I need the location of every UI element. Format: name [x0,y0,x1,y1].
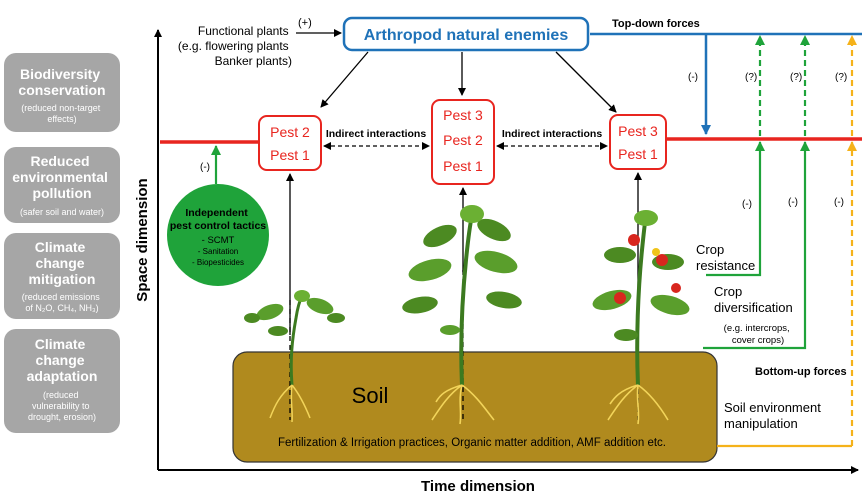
soil-title: Soil [352,383,389,408]
crop-diversification-examples: (e.g. intercrops, cover crops) [724,323,793,346]
svg-text:Pest 1: Pest 1 [618,146,658,162]
svg-text:(reduced vulnerability t: (reduced vulnerability to drought, erosi… [28,390,96,422]
tactics-item-biopesticides: - Biopesticides [192,258,244,267]
svg-text:Pest 3: Pest 3 [618,123,658,139]
crop-diversification-line [703,141,810,350]
enemy-arrow-left [320,51,369,108]
indirect-label-left: Indirect interactions [326,128,427,140]
sign-top-down: (-) [688,72,698,83]
functional-plants-text: Functional plants (e.g. flowering plants… [178,24,292,68]
enemy-arrow-right [555,51,617,113]
top-down-label: Top-down forces [612,18,700,30]
soil-box [232,351,718,463]
svg-text:Reduced environmental: Reduced environmental pollution [12,153,112,201]
svg-text:(reduced non-target effe: (reduced non-target effects) [21,103,103,124]
svg-text:Pest 3: Pest 3 [443,107,483,123]
sign-tactics: (-) [200,162,210,173]
soil-manipulation-label: Soil environment manipulation [724,400,824,431]
sign-q-3: (?) [835,72,847,83]
tactics-circle [167,184,269,286]
tactics-title: Independent pest control tactics [170,207,266,232]
x-axis-label: Time dimension [421,478,535,495]
bottom-up-label: Bottom-up forces [755,366,847,378]
small-plant-illustration [244,290,345,423]
crop-resistance-line [706,141,765,277]
sign-q-2: (?) [790,72,802,83]
side-box-biodiversity: Biodiversity conservation (reduced non-t… [4,53,120,132]
sign-q-1: (?) [745,72,757,83]
svg-text:Pest 2: Pest 2 [270,124,310,140]
pest-box-right: Pest 3 Pest 1 [609,114,667,170]
pest-box-middle: Pest 3 Pest 2 Pest 1 [431,99,495,185]
indirect-label-right: Indirect interactions [502,128,603,140]
natural-enemies-box [342,16,590,52]
soil-practices: Fertilization & Irrigation practices, Or… [278,437,666,449]
svg-text:Biodiversity conservatio: Biodiversity conservation [18,66,105,98]
sign-minus-soil: (-) [834,197,844,208]
tactics-item-sanitation: - Sanitation [198,247,238,256]
crop-resistance-label: Crop resistance [696,242,755,273]
crop-diversification-label: Crop diversification [714,284,793,315]
svg-text:Pest 1: Pest 1 [270,147,310,163]
natural-enemies-label: Arthropod natural enemies [364,27,569,44]
svg-text:Pest 1: Pest 1 [443,158,483,174]
plus-sign: (+) [298,17,312,29]
pest-box-left: Pest 2 Pest 1 [258,115,322,171]
side-box-adaptation: Climate change adaptation (reduced vulne… [4,329,120,433]
svg-text:(safer soil and water): (safer soil and water) [20,207,104,217]
tomato-plant-illustration [592,210,690,425]
y-axis-label: Space dimension [134,178,151,301]
side-box-pollution: Reduced environmental pollution (safer s… [4,147,120,223]
tactics-item-scmt: - SCMT [202,235,235,246]
side-box-mitigation: Climate change mitigation (reduced emiss… [4,233,120,319]
sign-minus-resistance: (-) [742,199,752,210]
sign-minus-diversification: (-) [788,197,798,208]
svg-text:Climate change mit: Climate change mitigation [29,239,96,287]
svg-text:Climate change ada: Climate change adaptation [27,336,98,384]
svg-text:(reduced emissions of N₂: (reduced emissions of N₂O, CH₄, NH₃) [22,292,103,313]
svg-text:Pest 2: Pest 2 [443,132,483,148]
medium-plant-illustration [402,205,522,425]
